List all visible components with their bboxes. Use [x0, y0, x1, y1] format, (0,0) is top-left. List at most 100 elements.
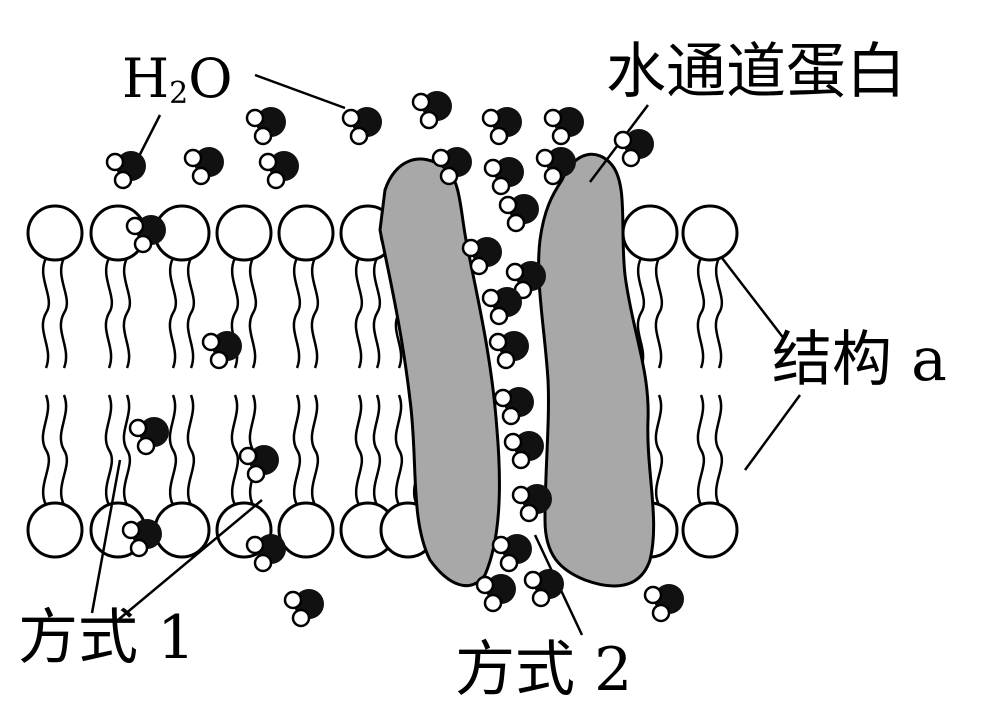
aquaporin-left-subunit	[378, 157, 501, 588]
water-molecule	[258, 151, 299, 190]
water-label: H2O	[122, 52, 232, 109]
hydrogen-atom	[488, 332, 508, 352]
hydrogen-atom	[128, 418, 148, 438]
method-1-leader-b	[117, 499, 263, 621]
water-molecule	[461, 237, 502, 276]
water-molecule	[503, 431, 544, 470]
water-molecule	[523, 569, 564, 608]
structure-a-leader-bottom	[743, 394, 802, 471]
hydrogen-atom	[201, 332, 221, 352]
hydrogen-atom	[483, 158, 503, 178]
label-leader-lines	[90, 73, 802, 636]
hydrogen-atom	[191, 166, 211, 186]
lipid-tail	[168, 394, 178, 506]
hydrogen-atom	[105, 152, 125, 172]
water-molecule	[283, 589, 324, 628]
hydrogen-atom	[411, 92, 431, 112]
water-molecule	[511, 484, 552, 523]
water-molecule	[238, 445, 279, 484]
hydrogen-atom	[253, 126, 273, 146]
water-molecule	[183, 147, 224, 186]
lipid-tail	[310, 257, 320, 369]
hydrogen-atom	[253, 553, 273, 573]
hydrogen-atom	[543, 166, 563, 186]
method-2-label: 方式 2	[455, 635, 633, 705]
lipid-tail	[394, 394, 404, 506]
hydrogen-atom	[491, 535, 511, 555]
lipid-tail	[41, 257, 51, 369]
water-molecule	[341, 107, 382, 146]
structure-a-label: 结构 a	[772, 325, 947, 395]
lipid-tail	[654, 257, 664, 369]
hydrogen-atom	[531, 588, 551, 608]
water-molecule	[491, 534, 532, 573]
water-molecules	[105, 91, 684, 628]
hydrogen-atom	[493, 388, 513, 408]
lipid-tail	[230, 394, 240, 506]
water-molecule	[493, 387, 534, 426]
method-1-leader-a	[90, 459, 122, 614]
hydrogen-atom	[621, 148, 641, 168]
lipid-tail	[122, 394, 132, 506]
water-molecule	[483, 157, 524, 196]
method-1-label: 方式 1	[18, 603, 196, 673]
aquaporin-protein	[378, 152, 656, 588]
lipid-tail	[696, 394, 706, 506]
water-molecule	[411, 91, 452, 130]
hydrogen-atom	[461, 238, 481, 258]
lipid-tail	[186, 394, 196, 506]
lipid-tail	[59, 257, 69, 369]
lipid-tail	[372, 257, 382, 369]
hydrogen-atom	[511, 485, 531, 505]
hydrogen-atom	[499, 553, 519, 573]
water-molecule	[201, 331, 242, 370]
hydrogen-atom	[469, 256, 489, 276]
water-molecule	[121, 519, 162, 558]
lipid-tail	[248, 257, 258, 369]
aquaporin-label: 水通道蛋白	[606, 37, 906, 107]
lipid-tail	[714, 394, 724, 506]
lipid-head-upper	[215, 204, 273, 262]
hydrogen-atom	[266, 170, 286, 190]
hydrogen-atom	[505, 262, 525, 282]
water-molecule	[488, 331, 529, 370]
hydrogen-atom	[503, 432, 523, 452]
lipid-tail	[104, 394, 114, 506]
lipid-tail	[292, 257, 302, 369]
lipid-tail	[354, 257, 364, 369]
hydrogen-atom	[511, 450, 531, 470]
structure-a-leader-top	[721, 257, 786, 341]
lipid-tail	[186, 257, 196, 369]
hydrogen-atom	[245, 108, 265, 128]
lipid-tail	[168, 257, 178, 369]
water-molecule	[481, 287, 522, 326]
lipid-tail	[372, 394, 382, 506]
lipid-head-lower	[277, 501, 335, 559]
lipid-head-upper	[26, 204, 84, 262]
water-molecule	[498, 194, 539, 233]
hydrogen-atom	[431, 148, 451, 168]
lipid-tail	[714, 257, 724, 369]
hydrogen-atom	[523, 570, 543, 590]
aquaporin-right-subunit	[537, 152, 656, 588]
hydrogen-atom	[535, 148, 555, 168]
water-molecule	[125, 215, 166, 254]
lipid-tail	[636, 257, 646, 369]
hydrogen-atom	[483, 593, 503, 613]
hydrogen-atom	[209, 350, 229, 370]
water-molecule	[543, 107, 584, 146]
hydrogen-atom	[491, 176, 511, 196]
hydrogen-atom	[496, 350, 516, 370]
lipid-tail	[59, 394, 69, 506]
hydrogen-atom	[475, 575, 495, 595]
lipid-head-upper	[277, 204, 335, 262]
lipid-head-lower	[26, 501, 84, 559]
hydrogen-atom	[489, 126, 509, 146]
hydrogen-atom	[481, 288, 501, 308]
lipid-head-lower	[153, 501, 211, 559]
lipid-tail	[104, 257, 114, 369]
lipid-head-upper	[681, 204, 739, 262]
hydrogen-atom	[506, 213, 526, 233]
